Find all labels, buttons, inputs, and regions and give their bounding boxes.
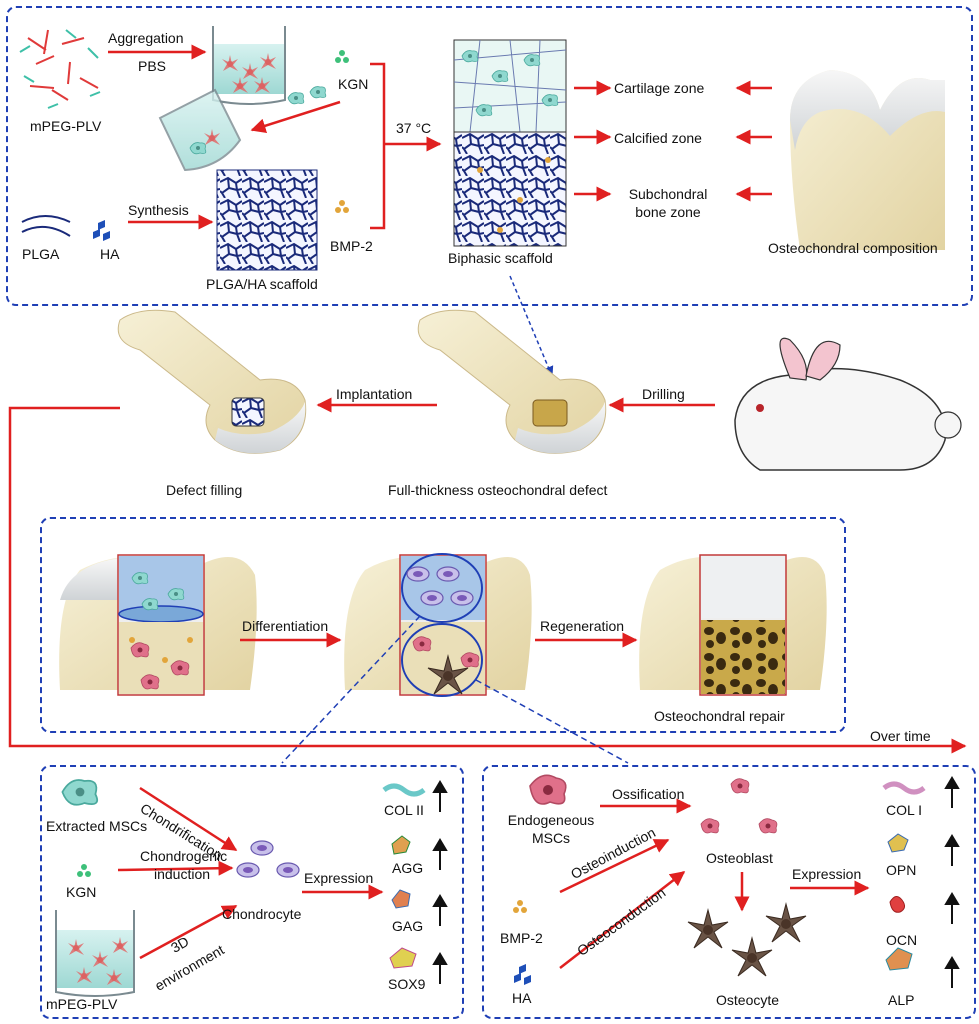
label-mpeg-plv-bottom: mPEG-PLV bbox=[46, 996, 118, 1012]
label-bmp2-bottom: BMP-2 bbox=[500, 930, 543, 946]
label-chondrocyte: Chondrocyte bbox=[222, 906, 302, 922]
rabbit-image bbox=[734, 337, 962, 471]
label-calcified-zone: Calcified zone bbox=[614, 130, 702, 146]
stage-3-joint bbox=[639, 554, 827, 696]
label-endogeneous-1: Endogeneous bbox=[507, 812, 595, 828]
label-subchondral-1: Subchondral bbox=[628, 186, 708, 202]
zoom-line-chondro bbox=[281, 615, 421, 764]
arrow-combine bbox=[370, 62, 440, 230]
label-kgn: KGN bbox=[338, 76, 369, 92]
chondro-marker-gag: GAG bbox=[392, 918, 424, 934]
arrow-osteoinduction bbox=[559, 838, 670, 894]
stage-2-joint bbox=[344, 553, 532, 697]
osteo-marker-ocn: OCN bbox=[886, 932, 918, 948]
label-chondrogenic-2: induction bbox=[153, 866, 211, 882]
label-endogeneous-2: MSCs bbox=[531, 830, 571, 846]
panel-repair-stages bbox=[40, 517, 846, 733]
label-ha: HA bbox=[100, 246, 120, 262]
mpeg-plv-polymer bbox=[19, 29, 101, 109]
zoom-line-osteo bbox=[475, 679, 629, 764]
label-chondrogenic-1: Chondrogenic bbox=[140, 848, 228, 864]
label-synthesis: Synthesis bbox=[128, 202, 189, 218]
label-expression-osteo: Expression bbox=[792, 866, 862, 882]
label-subchondral-2: bone zone bbox=[635, 204, 701, 220]
label-osteoblast: Osteoblast bbox=[706, 850, 773, 866]
label-ha-bottom: HA bbox=[512, 990, 532, 1006]
beaker-mpeg-plv bbox=[55, 910, 135, 997]
osteo-marker-opn: OPN bbox=[886, 862, 917, 878]
arrow-osteoconduction bbox=[559, 871, 686, 969]
label-differentiation: Differentiation bbox=[242, 618, 329, 634]
arrow-chondrogenic bbox=[117, 860, 234, 876]
beaker-aggregation bbox=[212, 26, 286, 105]
femur-defect bbox=[417, 309, 607, 454]
osteo-marker-alp: ALP bbox=[888, 992, 915, 1008]
label-plga: PLGA bbox=[22, 246, 60, 262]
label-drilling: Drilling bbox=[642, 386, 685, 402]
arrow-to-pour bbox=[250, 100, 341, 134]
beaker-pouring bbox=[158, 88, 242, 172]
stage-1-joint bbox=[59, 554, 257, 696]
plga-strands bbox=[21, 215, 71, 237]
label-extracted-mscs: Extracted MSCs bbox=[46, 818, 148, 834]
label-bmp2: BMP-2 bbox=[330, 238, 373, 254]
label-ossification: Ossification bbox=[612, 786, 685, 802]
label-temperature: 37 °C bbox=[396, 120, 432, 136]
label-kgn-bottom: KGN bbox=[66, 884, 97, 900]
label-cartilage-zone: Cartilage zone bbox=[614, 80, 705, 96]
label-osteochondral-composition: Osteochondral composition bbox=[768, 240, 938, 256]
label-osteocyte: Osteocyte bbox=[716, 992, 780, 1008]
filled-scaffold bbox=[231, 397, 265, 427]
label-full-thickness-defect: Full-thickness osteochondral defect bbox=[388, 482, 608, 498]
femur-defect-filling bbox=[117, 309, 307, 454]
chondro-marker-agg: AGG bbox=[392, 860, 424, 876]
panel-chondrogenesis bbox=[40, 765, 464, 1019]
osteo-marker-icons bbox=[882, 781, 926, 971]
arrow-chondrification bbox=[139, 786, 238, 852]
arrow-over-time bbox=[8, 406, 967, 754]
label-pbs: PBS bbox=[138, 58, 167, 74]
label-over-time: Over time bbox=[870, 728, 931, 744]
osteo-up-arrows bbox=[944, 776, 960, 988]
label-mpeg-plv: mPEG-PLV bbox=[30, 118, 102, 134]
label-expression-chondro: Expression bbox=[304, 870, 374, 886]
osteo-marker-col1: COL I bbox=[886, 802, 923, 818]
label-aggregation: Aggregation bbox=[108, 30, 184, 46]
biphasic-scaffold bbox=[453, 39, 567, 247]
arrow-3d-environment bbox=[139, 904, 238, 960]
panel-scaffold-fabrication bbox=[6, 6, 973, 306]
chondro-marker-icons bbox=[382, 783, 426, 969]
defect-hole bbox=[532, 399, 568, 427]
panel-osteogenesis bbox=[482, 765, 976, 1019]
label-regeneration: Regeneration bbox=[540, 618, 625, 634]
chondro-marker-sox9: SOX9 bbox=[388, 976, 426, 992]
label-plga-ha-scaffold: PLGA/HA scaffold bbox=[206, 276, 318, 292]
label-defect-filling: Defect filling bbox=[166, 482, 243, 498]
chondro-up-arrows bbox=[432, 780, 448, 984]
label-implantation: Implantation bbox=[336, 386, 413, 402]
label-biphasic-scaffold: Biphasic scaffold bbox=[448, 250, 553, 266]
label-osteochondral-repair: Osteochondral repair bbox=[654, 708, 785, 724]
osteochondral-composition-image bbox=[790, 70, 945, 250]
plga-ha-scaffold bbox=[216, 169, 318, 271]
chondro-marker-col2: COL II bbox=[384, 802, 424, 818]
